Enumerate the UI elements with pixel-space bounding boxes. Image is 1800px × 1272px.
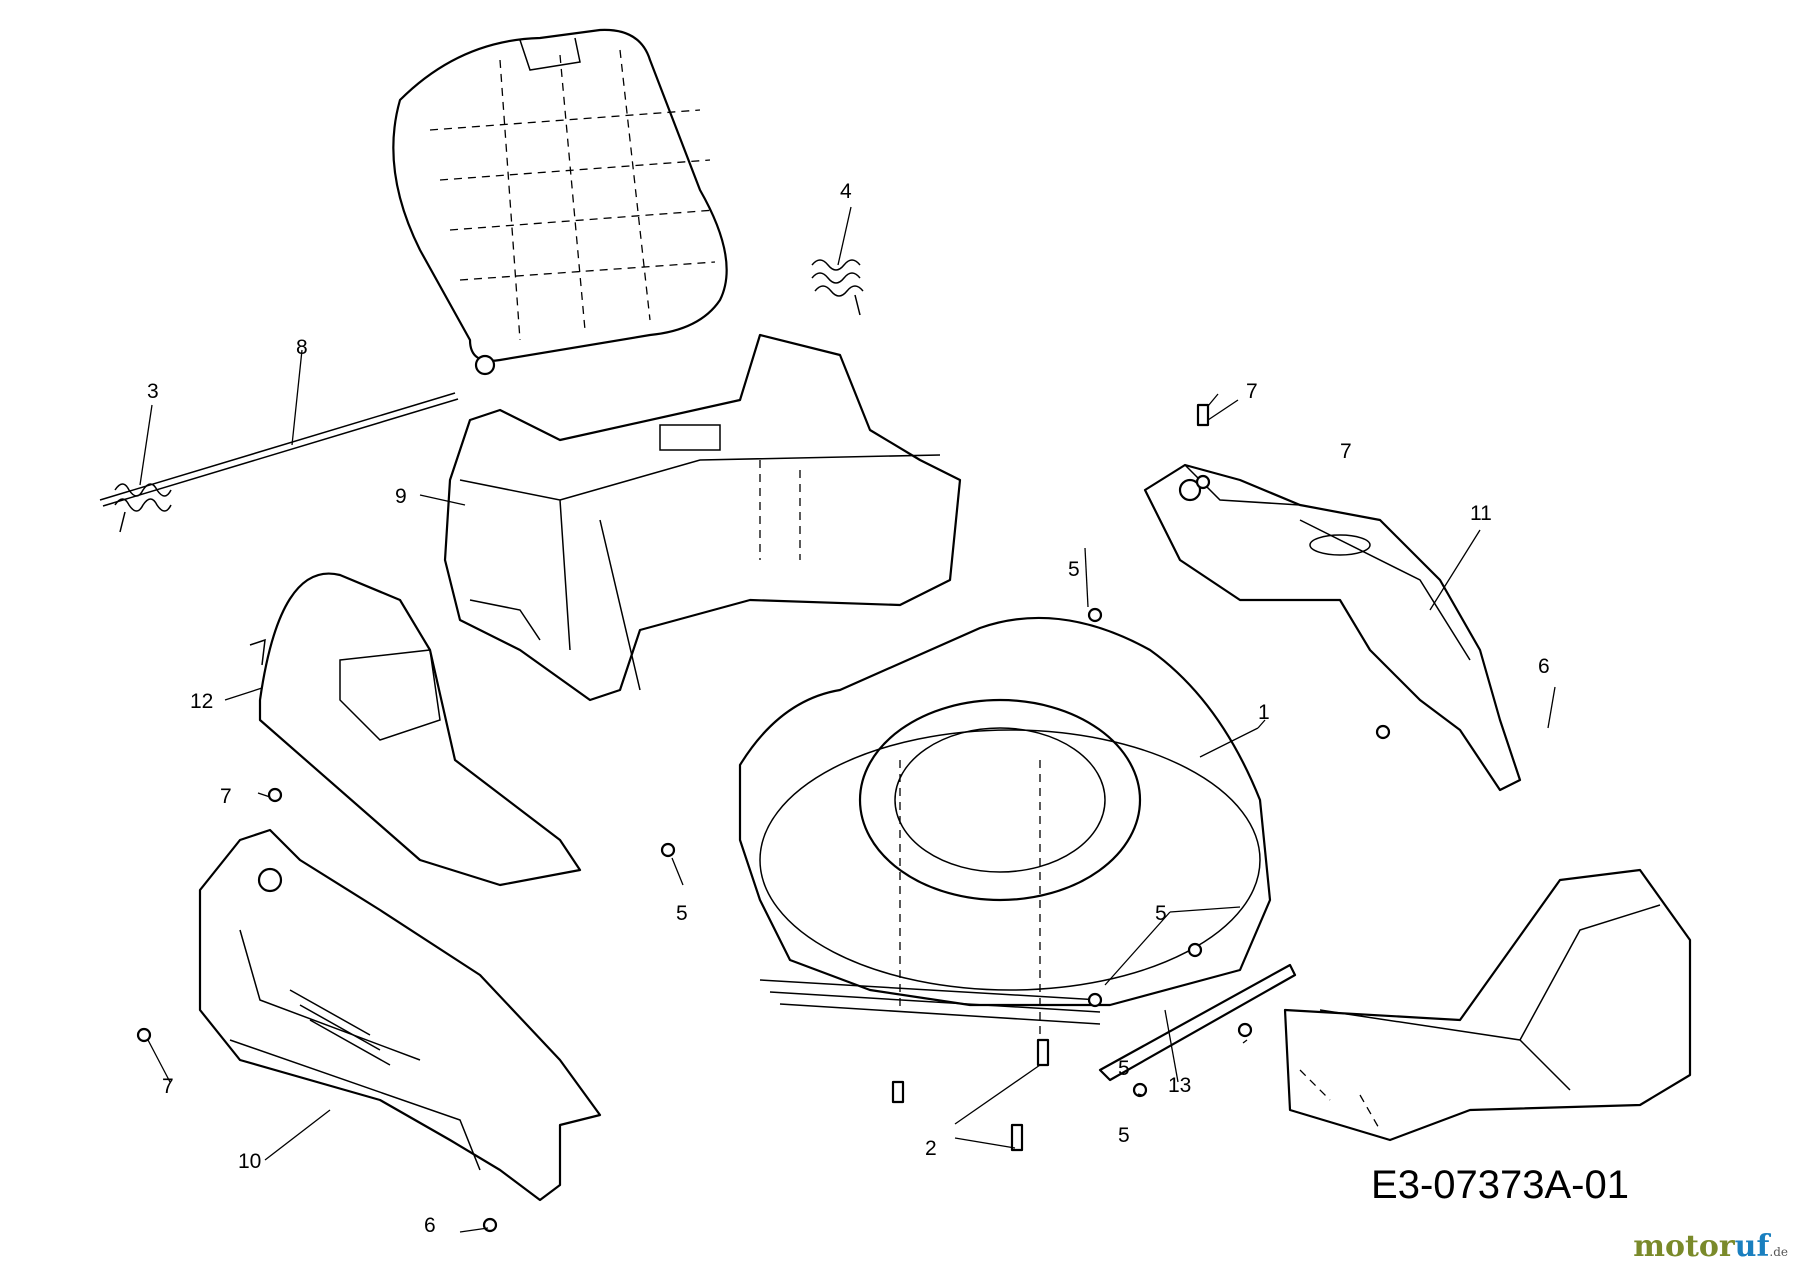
watermark-suffix: .de — [1769, 1245, 1788, 1259]
side-cover-12 — [249, 572, 582, 887]
callout-8: 8 — [296, 336, 308, 359]
callout-labels: 1 2 3 4 5 5 5 5 5 6 6 7 7 7 7 8 9 10 11 … — [147, 180, 1550, 1237]
side-skirt-11 — [1143, 463, 1522, 792]
fasteners — [136, 403, 1391, 1233]
callout-5b: 5 — [676, 902, 688, 925]
callout-6a: 6 — [1538, 655, 1550, 678]
callout-12: 12 — [190, 690, 213, 713]
leader-lines — [139, 206, 1556, 1233]
callout-13: 13 — [1168, 1074, 1191, 1097]
side-skirt-10 — [198, 828, 602, 1202]
callout-9: 9 — [395, 485, 407, 508]
rear-flap-rod-8 — [99, 392, 459, 507]
baffle-plate-13 — [1098, 963, 1297, 1082]
callout-5a: 5 — [1068, 558, 1080, 581]
mower-deck-1 — [738, 616, 1272, 1040]
callout-5e: 5 — [1118, 1124, 1130, 1147]
callout-5d: 5 — [1118, 1057, 1130, 1080]
callout-7c: 7 — [220, 785, 232, 808]
callout-4: 4 — [840, 180, 852, 203]
callout-7a: 7 — [1246, 380, 1258, 403]
callout-5c: 5 — [1155, 902, 1167, 925]
watermark-logo: motoruf.de — [1633, 1229, 1788, 1264]
watermark-text-b: uf — [1734, 1229, 1770, 1264]
callout-10: 10 — [238, 1150, 261, 1173]
callout-7b: 7 — [1340, 440, 1352, 463]
callout-2: 2 — [925, 1137, 937, 1160]
callout-6b: 6 — [424, 1214, 436, 1237]
diagram-code: E3-07373A-01 — [1371, 1163, 1629, 1207]
torsion-spring-4 — [811, 259, 864, 316]
rear-discharge-housing-9 — [443, 333, 962, 702]
grass-catcher-bag — [392, 28, 728, 376]
callout-11: 11 — [1470, 502, 1492, 525]
callout-7d: 7 — [162, 1075, 174, 1098]
torsion-spring-3 — [114, 483, 172, 533]
front-cover — [1283, 868, 1692, 1142]
callout-1: 1 — [1258, 701, 1270, 724]
watermark-text-a: motor — [1633, 1229, 1735, 1264]
callout-3: 3 — [147, 380, 159, 403]
